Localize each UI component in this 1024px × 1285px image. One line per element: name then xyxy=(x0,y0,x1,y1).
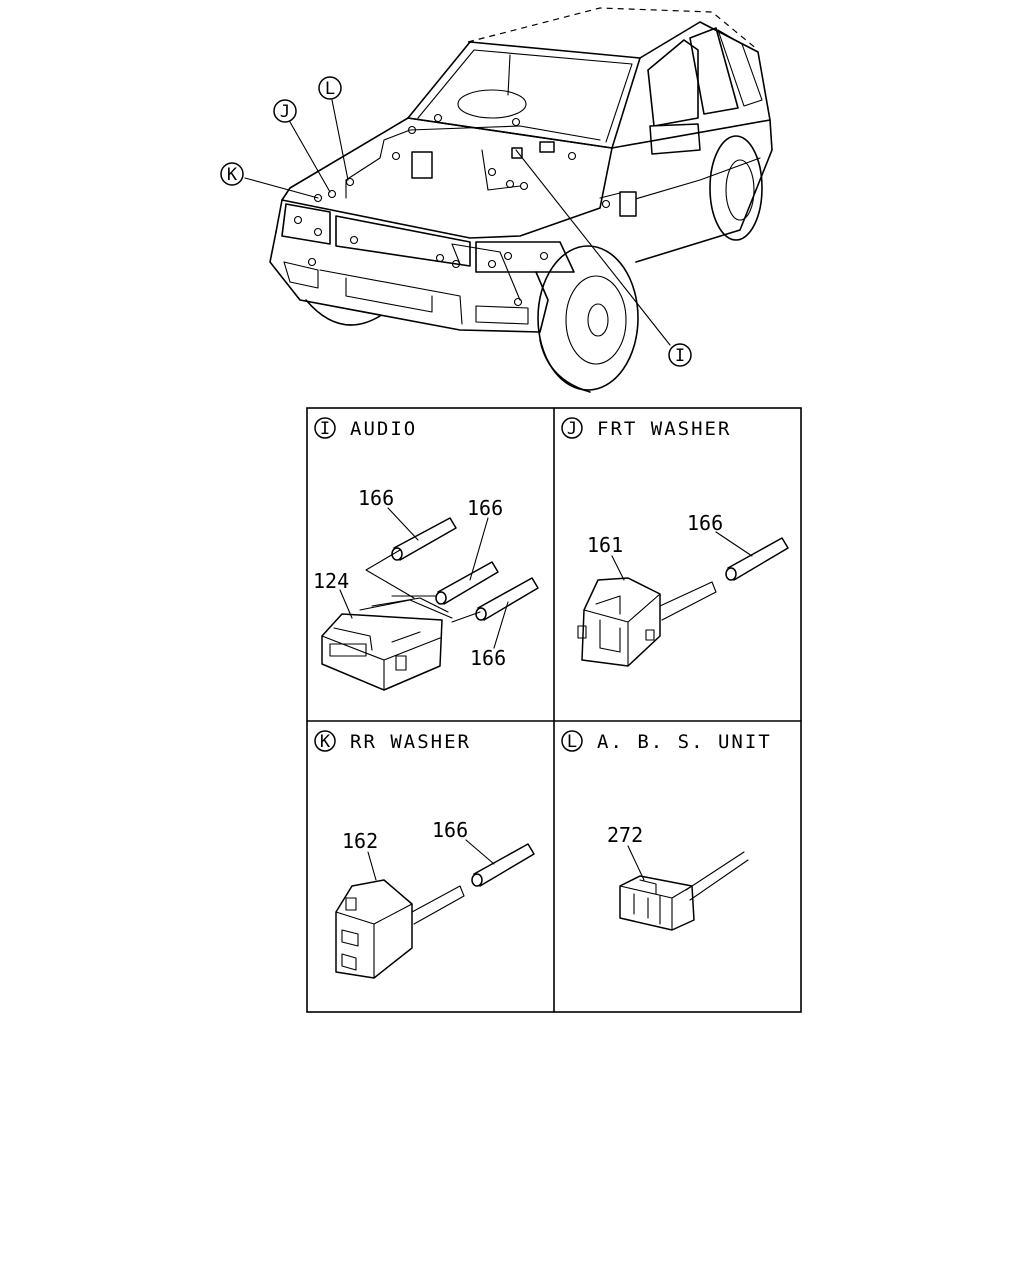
panel-abs-unit: L A. B. S. UNIT 272 xyxy=(561,730,772,931)
panel-abs-unit-title: A. B. S. UNIT xyxy=(597,731,772,753)
callout-i-letter: I xyxy=(675,346,685,366)
panel-frt-washer: J FRT WASHER 161 166 xyxy=(561,417,789,667)
connector-162 xyxy=(335,879,465,979)
callout-k-letter: K xyxy=(227,165,238,185)
part-label-272: 272 xyxy=(607,823,643,847)
part-label-166-mid: 166 xyxy=(467,496,503,520)
callout-l-letter: L xyxy=(325,79,335,99)
callout-i: I xyxy=(668,343,692,367)
panel-audio-title: AUDIO xyxy=(350,418,417,440)
callout-l: L xyxy=(318,76,342,100)
part-label-166-k: 166 xyxy=(432,818,468,842)
panel-rr-washer: K RR WASHER 162 166 xyxy=(314,730,535,979)
connector-161 xyxy=(577,577,717,667)
connector-124 xyxy=(321,597,453,691)
part-label-166-j: 166 xyxy=(687,511,723,535)
panel-rr-washer-title: RR WASHER xyxy=(350,731,471,753)
terminal-166-j xyxy=(725,537,789,581)
connector-272 xyxy=(619,851,749,931)
panel-rr-washer-letter: K xyxy=(320,732,331,752)
terminal-166-c xyxy=(475,577,539,621)
panel-audio: I AUDIO 16 xyxy=(313,417,539,691)
terminal-166-a xyxy=(391,517,457,561)
part-label-166-top: 166 xyxy=(358,486,394,510)
part-label-162: 162 xyxy=(342,829,378,853)
terminal-166-b xyxy=(435,561,499,605)
part-label-161: 161 xyxy=(587,533,623,557)
panel-audio-letter: I xyxy=(320,419,330,439)
part-label-124: 124 xyxy=(313,569,349,593)
panel-abs-unit-letter: L xyxy=(567,732,577,752)
part-label-166-bottom: 166 xyxy=(470,646,506,670)
panel-frt-washer-title: FRT WASHER xyxy=(597,418,731,440)
callout-j-letter: J xyxy=(280,102,290,122)
callout-k: K xyxy=(220,162,244,186)
callout-j: J xyxy=(273,99,297,123)
terminal-166-k xyxy=(471,843,535,887)
panel-frt-washer-letter: J xyxy=(567,419,577,439)
vehicle-overview xyxy=(244,7,773,393)
